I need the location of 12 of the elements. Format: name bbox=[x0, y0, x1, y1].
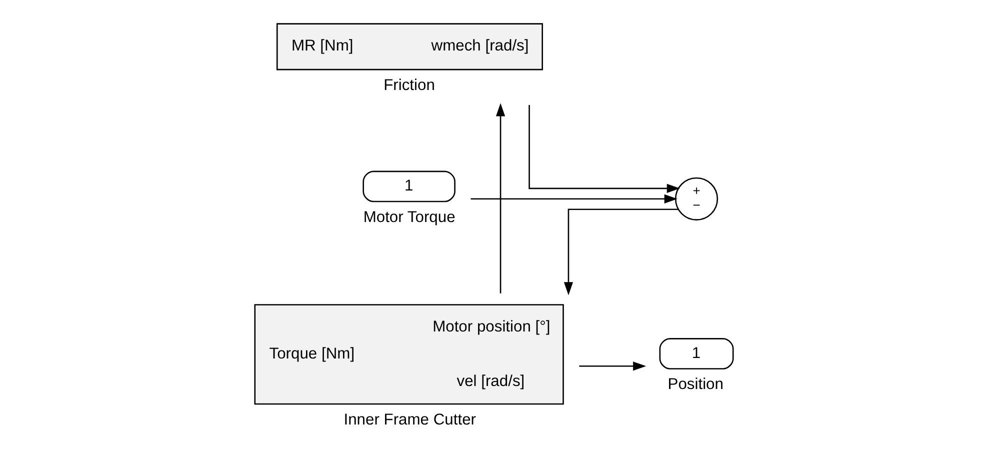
node-label: Motor Torque bbox=[363, 208, 456, 226]
arrow bbox=[579, 362, 646, 371]
node-box: 1 bbox=[362, 170, 456, 202]
arrow bbox=[528, 105, 680, 194]
arrow bbox=[470, 194, 678, 204]
node-label: Position bbox=[668, 376, 724, 394]
node-label: Inner Frame Cutter bbox=[344, 411, 476, 428]
node-box: 1 bbox=[659, 338, 734, 370]
node-circle: + − bbox=[674, 177, 718, 220]
arrow bbox=[496, 103, 506, 294]
arrow bbox=[564, 208, 678, 296]
node-label: Friction bbox=[384, 76, 435, 94]
